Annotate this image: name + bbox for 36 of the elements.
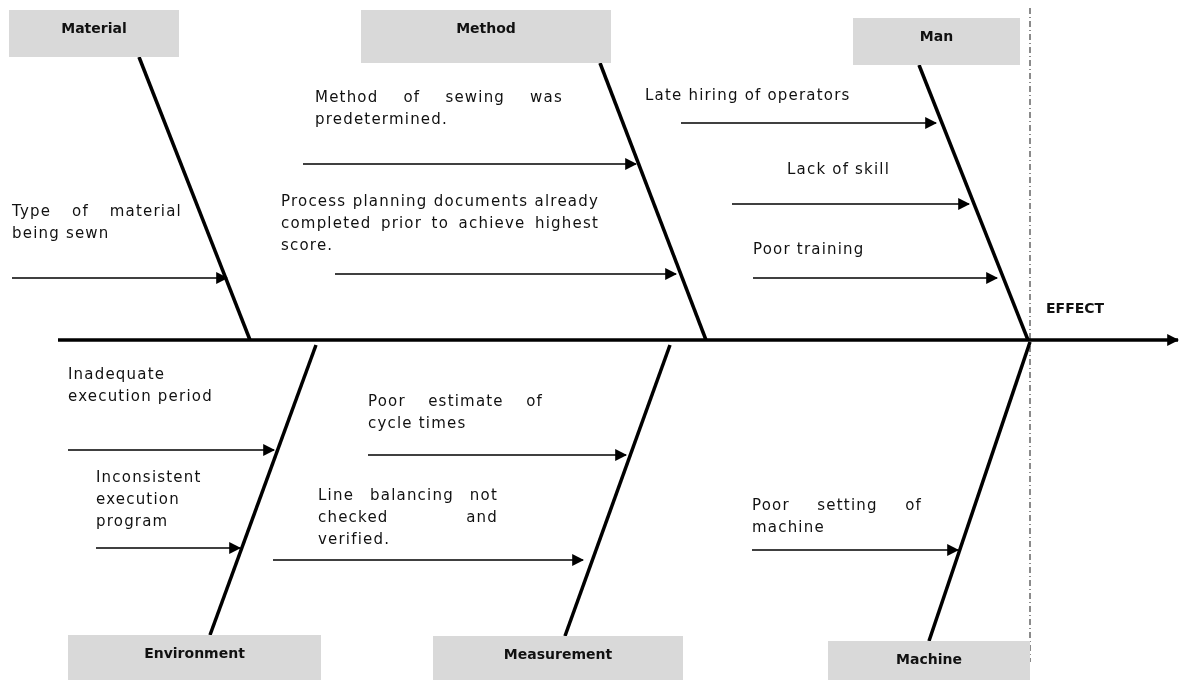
bone-line (927, 341, 1032, 642)
cause-text: Late hiring of operators (645, 84, 877, 123)
cause-arrow (751, 544, 960, 556)
cause-arrow (302, 158, 638, 170)
bone-line (137, 56, 252, 341)
category-box: Measurement (433, 636, 683, 680)
bone-line (563, 344, 672, 637)
spine-arrow (58, 334, 1180, 346)
cause-arrow (11, 272, 229, 284)
category-box: Machine (828, 641, 1030, 680)
bone-line (917, 64, 1030, 341)
effect-label: EFFECT (1046, 300, 1105, 316)
cause-arrow (67, 444, 276, 456)
bone-line (598, 62, 708, 341)
cause-arrow (334, 268, 678, 280)
cause-text: Lack of skill (732, 158, 902, 204)
bone-line (208, 344, 318, 636)
category-box: Method (361, 10, 611, 63)
category-box: Man (853, 18, 1020, 65)
cause-text: Poor training (753, 238, 913, 278)
cause-arrow (752, 272, 999, 284)
cause-arrow (367, 449, 628, 461)
cause-arrow (731, 198, 971, 210)
cause-arrow (680, 117, 938, 129)
cause-text: Line balancing not checked and verified. (273, 484, 498, 560)
cause-arrow (95, 542, 242, 554)
cause-arrow (272, 554, 585, 566)
cause-text: Poor estimate of cycle times (368, 390, 543, 455)
cause-text: Method of sewing was predetermined. (303, 86, 563, 164)
cause-text: Process planning documents already completed prior to achieve highest score. (281, 190, 599, 274)
cause-text: Inadequate execution period (68, 363, 238, 450)
cause-text: Type of material being sewn (12, 200, 182, 278)
category-box: Environment (68, 635, 321, 680)
cause-text: Poor setting of machine (752, 494, 922, 550)
category-box: Material (9, 10, 179, 57)
cause-text: Inconsistent execution program (96, 466, 216, 548)
